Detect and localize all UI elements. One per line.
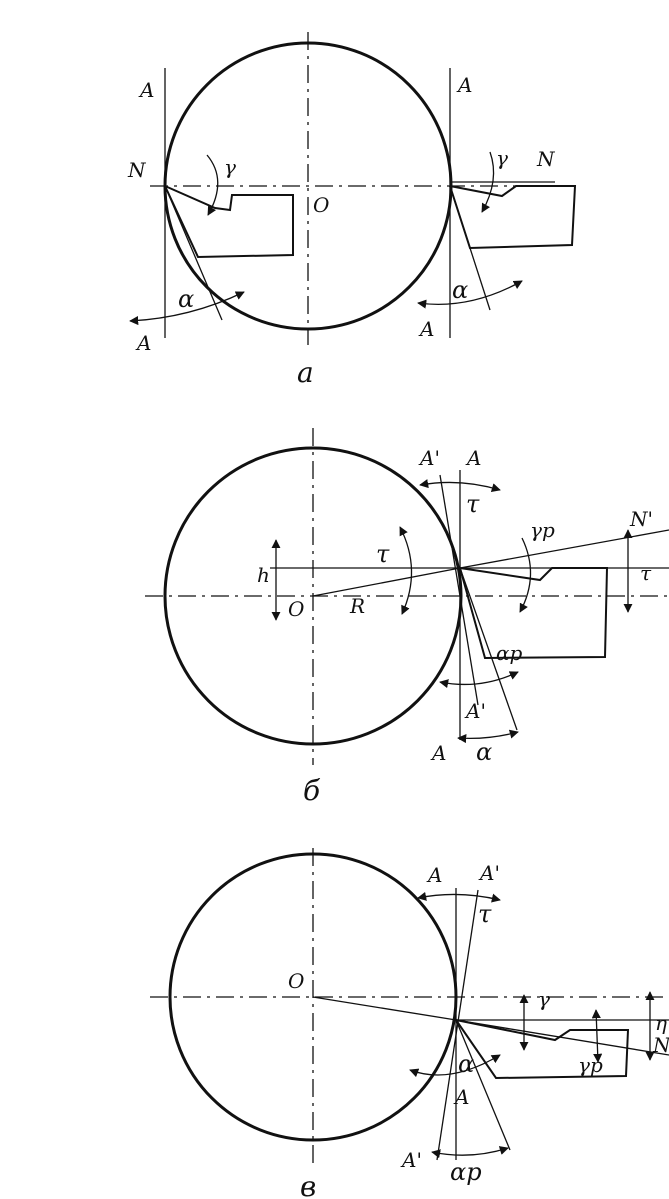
caption-a: а — [297, 356, 314, 389]
plane-a-prime-b — [439, 474, 479, 706]
tool-b — [459, 567, 609, 660]
label-a-right-bottom: A — [418, 317, 434, 341]
tool-c-flank — [455, 1019, 511, 1151]
label-gamma-c: γ — [538, 987, 550, 1011]
label-gammap-c: γp — [578, 1053, 603, 1077]
alpha-arc-left — [129, 291, 245, 326]
label-a-top-c: A — [426, 863, 442, 887]
radial-extension-b — [459, 529, 669, 569]
label-gamma-right: γ — [496, 146, 508, 170]
label-a-top-b: A — [465, 446, 481, 470]
workpiece-circle-b — [163, 446, 463, 746]
label-n-right: N — [536, 147, 556, 171]
alpha-arc-b — [457, 729, 519, 744]
label-a-left-bottom: A — [135, 331, 151, 355]
alphap-arc-c — [431, 1146, 509, 1159]
label-a-prime-top-c: A' — [478, 861, 500, 885]
label-a-prime-mid-b: A' — [464, 699, 486, 723]
label-center-c: O — [288, 969, 304, 993]
gammap-arc-c — [591, 1009, 603, 1063]
radius-r — [312, 567, 461, 597]
label-tau-mid-b: τ — [376, 540, 390, 568]
tau-arc-mid-b — [399, 526, 413, 615]
label-n-prime-b: N' — [629, 507, 653, 531]
tool-b-flank — [459, 567, 518, 731]
alpha-arc-c — [409, 1054, 501, 1078]
radius-c — [312, 996, 457, 1021]
figure-c: A A' τ O γ γp η N α A A' αp в — [150, 848, 669, 1199]
label-tau-top-c: τ — [478, 900, 492, 928]
label-tau-right-b: τ — [640, 561, 652, 585]
label-alpha-b: α — [476, 738, 492, 766]
alphap-arc-b — [439, 671, 519, 689]
label-eta-c: η — [655, 1011, 667, 1035]
label-a-mid-c: A — [453, 1085, 469, 1109]
label-alpha-c: α — [458, 1050, 474, 1078]
caption-c: в — [300, 1170, 316, 1199]
label-alpha-left: α — [178, 285, 194, 313]
gammap-arc-b — [519, 537, 532, 613]
label-h-b: h — [257, 563, 270, 587]
label-a-left-top: A — [138, 78, 154, 102]
alpha-arc-right — [417, 280, 523, 309]
label-gammap-b: γp — [530, 518, 555, 542]
label-alpha-right: α — [452, 276, 468, 304]
label-tau-top-b: τ — [466, 490, 480, 518]
label-center-b: O — [288, 597, 304, 621]
tau-arc-top-c — [417, 891, 501, 903]
caption-b: б — [303, 774, 321, 807]
label-n-c: N — [652, 1033, 669, 1057]
label-alphap-b: αp — [496, 641, 523, 665]
tool-right — [449, 185, 577, 250]
label-a-prime-bottom-c: A' — [400, 1148, 422, 1172]
label-alphap-c: αp — [450, 1158, 482, 1186]
label-a-bottom-b: A — [430, 741, 446, 765]
label-a-right-top: A — [456, 73, 472, 97]
label-r-b: R — [349, 594, 365, 618]
gamma-arc-left — [206, 154, 219, 216]
figure-b: A' A τ γp N' τ τ h O R αp A' A α б — [145, 428, 669, 807]
label-a-prime-top-b: A' — [418, 446, 440, 470]
label-n-left: N — [127, 158, 147, 182]
label-gamma-left: γ — [224, 155, 236, 179]
gamma-arc-right — [481, 151, 495, 213]
tau-arc-top-b — [419, 479, 501, 493]
radial-extension-c — [455, 1019, 669, 1056]
tool-left — [164, 185, 294, 259]
figure-a: A N γ α A O A γ N α A а — [127, 32, 577, 389]
label-center-a: O — [313, 193, 329, 217]
tool-c — [455, 1019, 630, 1080]
